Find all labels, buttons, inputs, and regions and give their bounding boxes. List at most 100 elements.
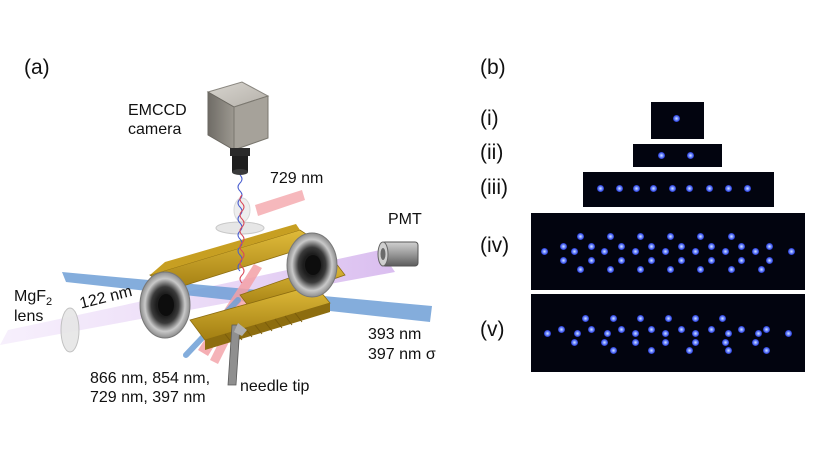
ion <box>763 325 771 333</box>
camera-label-line2: camera <box>128 121 182 138</box>
ion <box>678 242 686 250</box>
ion <box>615 184 623 192</box>
ion <box>606 265 614 273</box>
ion <box>757 265 765 273</box>
ion-image-iii <box>583 172 774 207</box>
ion <box>743 184 751 192</box>
lens-label: lens <box>14 308 44 325</box>
ion <box>787 248 795 255</box>
ion <box>648 242 656 250</box>
beam-729-label: 729 nm <box>270 170 324 187</box>
pmt-label: PMT <box>388 211 422 228</box>
ion <box>752 248 760 255</box>
ion <box>587 242 595 250</box>
ion <box>765 242 773 250</box>
ion <box>672 115 680 123</box>
row-label-iii: (iii) <box>480 176 508 199</box>
ion <box>632 184 640 192</box>
ion <box>708 257 716 265</box>
ion <box>724 329 732 337</box>
ion <box>664 315 672 323</box>
ion <box>661 329 669 337</box>
ion <box>687 152 695 159</box>
panel-a-label: (a) <box>24 56 50 79</box>
ion <box>691 329 699 337</box>
ion <box>648 325 656 333</box>
ion <box>727 232 735 240</box>
mgf2-lens <box>60 307 80 353</box>
ion <box>560 242 568 250</box>
beam-729 <box>255 190 305 216</box>
ion <box>631 338 639 346</box>
ion <box>557 325 565 333</box>
row-label-ii: (ii) <box>480 141 504 164</box>
ion-image-iv <box>531 213 805 290</box>
ion <box>560 257 568 265</box>
ion <box>705 184 713 192</box>
ion <box>678 257 686 265</box>
ion <box>617 325 625 333</box>
ion <box>596 184 604 192</box>
ion <box>708 242 716 250</box>
row-label-i: (i) <box>480 107 499 130</box>
ion <box>650 184 658 192</box>
lasers-label-line1: 866 nm, 854 nm, <box>90 370 211 387</box>
ion <box>691 338 699 346</box>
row-label-v: (v) <box>480 318 505 341</box>
ion <box>601 248 609 255</box>
ion <box>617 257 625 265</box>
ion <box>669 184 677 192</box>
ion <box>686 347 694 355</box>
ion <box>587 257 595 265</box>
ion <box>697 265 705 273</box>
ion <box>587 325 595 333</box>
pmt-detector <box>377 241 419 267</box>
beam-397-label: 397 nm σ <box>368 346 436 363</box>
ion-image-i <box>651 102 704 139</box>
ion <box>609 347 617 355</box>
ion <box>678 325 686 333</box>
ion <box>631 329 639 337</box>
ion <box>752 338 760 346</box>
ion <box>576 265 584 273</box>
ion <box>667 265 675 273</box>
ion <box>617 242 625 250</box>
ion <box>754 329 762 337</box>
ion <box>765 257 773 265</box>
ion <box>724 184 732 192</box>
ion <box>724 347 732 355</box>
ion <box>667 232 675 240</box>
ion <box>763 347 771 355</box>
ion <box>661 338 669 346</box>
ion <box>738 325 746 333</box>
ion <box>631 248 639 255</box>
ion <box>722 338 730 346</box>
mgf2-label: MgF2 <box>14 288 53 309</box>
beam-393-label: 393 nm <box>368 326 422 343</box>
fluorescence-wave-red <box>239 194 245 284</box>
ion <box>582 315 590 323</box>
ion <box>691 315 699 323</box>
ion <box>686 184 694 192</box>
panel-b-label: (b) <box>480 56 506 79</box>
ion <box>738 242 746 250</box>
ion <box>541 248 549 255</box>
ion <box>648 347 656 355</box>
row-label-iv: (iv) <box>480 234 510 257</box>
ion <box>609 315 617 323</box>
ion <box>606 232 614 240</box>
ion <box>576 232 584 240</box>
ion-image-v <box>531 294 805 372</box>
ion <box>648 257 656 265</box>
ion <box>657 152 665 159</box>
ion <box>719 315 727 323</box>
ion <box>601 338 609 346</box>
ion <box>543 329 551 337</box>
ion <box>708 325 716 333</box>
ion <box>661 248 669 255</box>
ion <box>691 248 699 255</box>
camera-label-line1: EMCCD <box>128 102 187 119</box>
ion <box>727 265 735 273</box>
ion <box>722 248 730 255</box>
